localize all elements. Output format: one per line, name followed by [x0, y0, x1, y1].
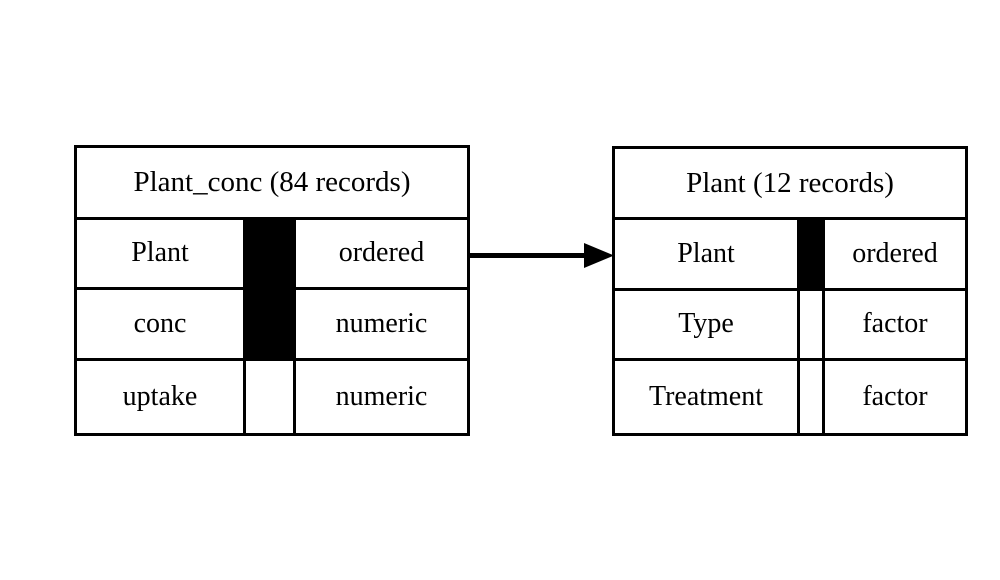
field-name: uptake — [77, 360, 243, 433]
field-type: factor — [825, 290, 965, 358]
table-row[interactable]: Plant ordered — [77, 219, 467, 291]
key-indicator-icon — [797, 290, 825, 358]
key-indicator-icon — [243, 290, 296, 358]
field-name: Plant — [615, 220, 797, 288]
key-indicator-icon — [797, 360, 825, 433]
field-type: ordered — [825, 220, 965, 288]
table-row[interactable]: Plant ordered — [615, 220, 965, 291]
relationship-arrow — [470, 243, 614, 268]
field-name: Plant — [77, 219, 243, 288]
entity-title-plant-conc: Plant_conc (84 records) — [77, 148, 467, 220]
entity-table-plant-conc[interactable]: Plant_conc (84 records) Plant ordered co… — [74, 145, 470, 436]
key-indicator-icon — [243, 360, 296, 433]
table-row[interactable]: Treatment factor — [615, 360, 965, 433]
key-indicator-icon — [797, 220, 825, 288]
field-type: numeric — [296, 360, 467, 433]
arrowhead-icon — [584, 243, 614, 268]
field-type: numeric — [296, 290, 467, 358]
table-row[interactable]: uptake numeric — [77, 360, 467, 433]
table-row[interactable]: conc numeric — [77, 290, 467, 361]
entity-table-plant[interactable]: Plant (12 records) Plant ordered Type fa… — [612, 146, 968, 436]
entity-title-plant: Plant (12 records) — [615, 149, 965, 221]
table-row[interactable]: Type factor — [615, 290, 965, 361]
key-indicator-icon — [243, 219, 296, 288]
field-name: conc — [77, 290, 243, 358]
field-type: factor — [825, 360, 965, 433]
field-name: Type — [615, 290, 797, 358]
field-type: ordered — [296, 219, 467, 288]
field-name: Treatment — [615, 360, 797, 433]
